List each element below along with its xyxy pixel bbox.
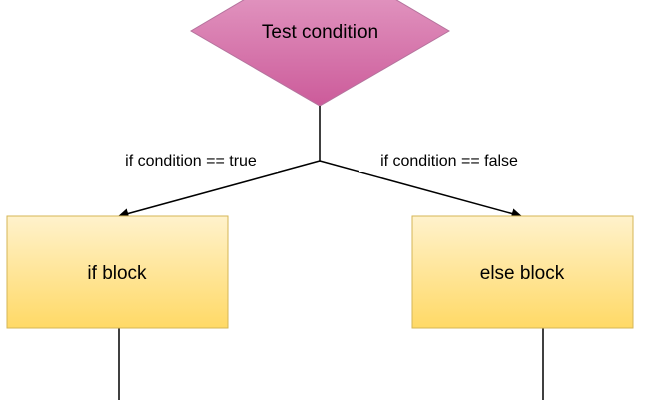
false-branch-arrow <box>319 160 523 219</box>
else-block-box <box>411 215 634 329</box>
decision-label: Test condition <box>262 22 378 43</box>
true-label-bg <box>104 148 278 172</box>
decision-node: Test condition <box>190 0 450 107</box>
if-block-label: if block <box>87 263 147 284</box>
else-block-node: else block <box>411 215 634 329</box>
if-block-box <box>6 215 229 329</box>
if-block-node: if block <box>6 215 229 329</box>
true-branch-label: if condition == true <box>125 153 257 170</box>
else-block-label: else block <box>480 263 565 284</box>
true-branch-arrow <box>117 160 321 219</box>
false-label-bg <box>359 148 541 172</box>
false-branch-label: if condition == false <box>380 153 518 170</box>
decision-diamond <box>190 0 450 107</box>
connectors <box>117 106 544 400</box>
